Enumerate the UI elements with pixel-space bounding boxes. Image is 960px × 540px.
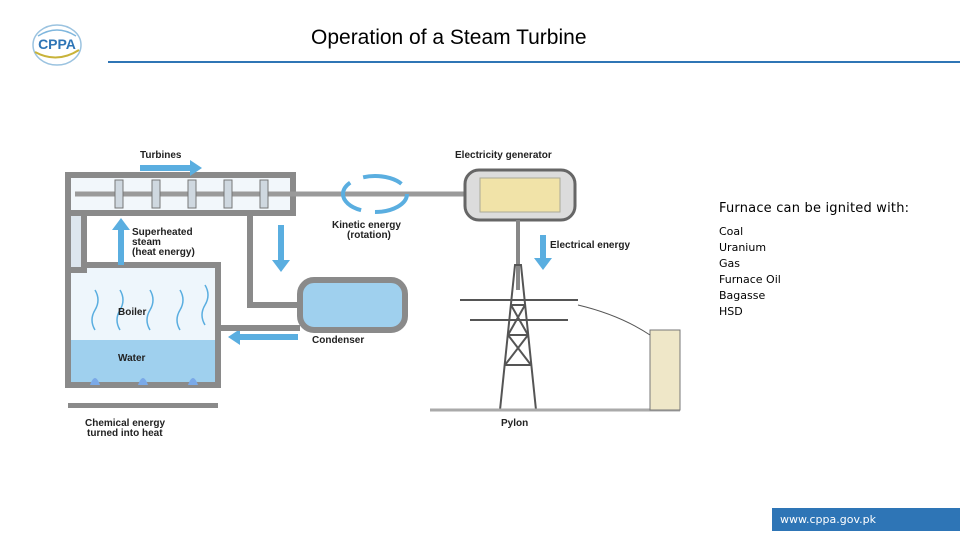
burner-rail xyxy=(68,403,218,408)
down-arrow xyxy=(272,225,290,272)
logo-text: CPPA xyxy=(38,36,76,52)
steam-wisps xyxy=(91,284,209,331)
label-superheated-1: Superheated xyxy=(132,227,193,238)
flow-arrows xyxy=(112,160,552,345)
label-condenser: Condenser xyxy=(312,335,364,346)
pylon xyxy=(460,264,578,411)
fuel-info-title: Furnace can be ignited with: xyxy=(719,201,910,216)
title-divider xyxy=(108,61,960,63)
label-boiler: Boiler xyxy=(118,307,146,318)
turbine-blades xyxy=(114,179,269,209)
label-turbines: Turbines xyxy=(140,150,182,161)
label-chemical-2: turned into heat xyxy=(87,428,163,439)
label-pylon: Pylon xyxy=(501,418,528,429)
label-superheated-2: steam xyxy=(132,237,161,248)
website-footer[interactable]: www.cppa.gov.pk xyxy=(772,508,960,531)
label-kinetic-1: Kinetic energy xyxy=(332,220,401,231)
fuel-item: Furnace Oil xyxy=(719,273,781,286)
fuel-item: Uranium xyxy=(719,241,767,254)
fuel-item: Bagasse xyxy=(719,289,766,302)
steam-turbine-diagram: Turbines Electricity generator Superheat… xyxy=(65,150,681,439)
condenser-arrow xyxy=(228,329,298,345)
fuel-item: Coal xyxy=(719,225,744,238)
label-water: Water xyxy=(118,353,146,364)
fuel-item: HSD xyxy=(719,305,743,318)
cppa-logo: CPPA xyxy=(32,24,82,66)
label-chemical-1: Chemical energy xyxy=(85,418,165,429)
label-electrical: Electrical energy xyxy=(550,240,630,251)
label-generator: Electricity generator xyxy=(455,150,552,161)
rotation-arrow xyxy=(341,174,409,214)
burner-flames xyxy=(90,378,198,385)
condenser xyxy=(297,277,408,333)
turbines-arrow xyxy=(140,160,202,176)
page-title: Operation of a Steam Turbine xyxy=(311,26,587,49)
superheated-arrow xyxy=(112,218,130,265)
electrical-arrow xyxy=(534,235,552,270)
exhaust-pipe xyxy=(247,213,300,308)
fuel-item: Gas xyxy=(719,257,740,270)
fuel-info: Furnace can be ignited with: Coal Uraniu… xyxy=(719,201,909,320)
boiler-water xyxy=(71,340,215,382)
label-kinetic-2: (rotation) xyxy=(347,230,391,241)
house xyxy=(649,329,681,411)
generator-core xyxy=(479,177,561,213)
label-superheated-3: (heat energy) xyxy=(132,247,195,258)
power-line xyxy=(577,304,651,336)
